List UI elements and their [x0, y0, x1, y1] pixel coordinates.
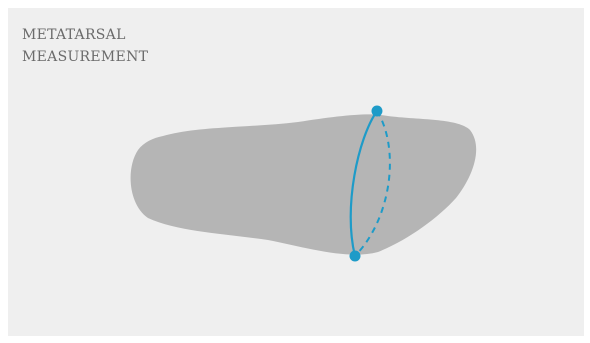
measurement-point-bottom — [350, 251, 361, 262]
foot-silhouette — [131, 114, 477, 254]
diagram-panel: METATARSAL MEASUREMENT — [8, 8, 584, 336]
foot-diagram — [8, 8, 584, 336]
measurement-point-top — [372, 106, 383, 117]
